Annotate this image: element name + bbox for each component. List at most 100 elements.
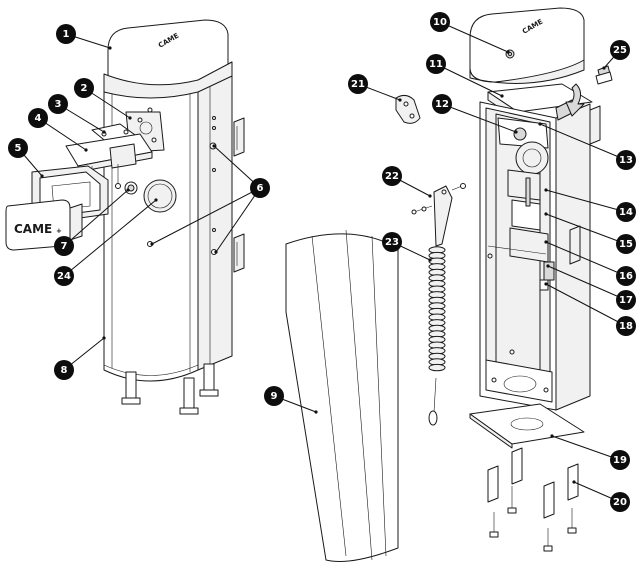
callout-17: 17 — [616, 290, 636, 310]
leader-line-13 — [539, 123, 627, 161]
leader-line-14 — [545, 189, 627, 213]
callout-circle — [264, 386, 284, 406]
leader-dot-7 — [126, 188, 130, 192]
leader-dot-11 — [500, 94, 504, 98]
leader-dot-6 — [150, 242, 154, 246]
callout-number: 22 — [385, 171, 399, 182]
leader-line-11 — [435, 63, 503, 97]
callout-circle — [54, 360, 74, 380]
leader-line-6 — [151, 187, 261, 245]
callout-16: 16 — [616, 266, 636, 286]
callout-circle — [28, 108, 48, 128]
leader-line-10 — [439, 21, 509, 53]
callout-number: 23 — [385, 237, 399, 248]
callout-circle — [426, 54, 446, 74]
leader-dot-10 — [506, 50, 510, 54]
callout-number: 21 — [351, 79, 365, 90]
callout-number: 20 — [613, 497, 627, 508]
callout-circle — [54, 236, 74, 256]
leader-dot-16 — [544, 240, 548, 244]
callout-number: 18 — [619, 321, 633, 332]
balancing-spring — [411, 183, 466, 426]
left-cabinet-assembly: CAME — [5, 19, 245, 415]
callout-8: 8 — [54, 360, 74, 380]
leader-dot-14 — [544, 188, 548, 192]
leader-dot-19 — [550, 434, 554, 438]
callout-4: 4 — [28, 108, 48, 128]
leader-dot-5 — [40, 174, 44, 178]
leader-line-6 — [213, 145, 261, 189]
callout-number: 7 — [61, 241, 68, 252]
callout-number: 11 — [429, 59, 443, 70]
side-bracket-lower — [233, 233, 245, 273]
callout-11: 11 — [426, 54, 446, 74]
callout-number: 13 — [619, 155, 633, 166]
leader-dot-15 — [544, 212, 548, 216]
leader-dot-4 — [84, 148, 88, 152]
callout-circle — [616, 290, 636, 310]
callout-13: 13 — [616, 150, 636, 170]
callout-circle — [610, 450, 630, 470]
callout-14: 14 — [616, 202, 636, 222]
callout-number: 14 — [619, 207, 633, 218]
callout-9: 9 — [264, 386, 284, 406]
callout-number: 19 — [613, 455, 627, 466]
callout-number: 9 — [271, 391, 278, 402]
leader-dot-2 — [128, 116, 132, 120]
leader-dot-8 — [102, 336, 106, 340]
leader-dot-12 — [514, 130, 518, 134]
callout-circle — [382, 232, 402, 252]
callout-circle — [250, 178, 270, 198]
callout-number: 5 — [15, 143, 22, 154]
callout-badges: 1234567891011121314151617181920212223242… — [8, 12, 636, 512]
callout-circle — [616, 266, 636, 286]
leader-dot-18 — [544, 282, 548, 286]
callout-circle — [56, 24, 76, 44]
callout-circle — [616, 234, 636, 254]
gear-assembly — [124, 179, 177, 213]
foundation-plate — [469, 403, 585, 449]
callout-21: 21 — [348, 74, 368, 94]
callout-circle — [616, 316, 636, 336]
leader-line-24 — [63, 199, 157, 277]
callout-2: 2 — [74, 78, 94, 98]
callout-5: 5 — [8, 138, 28, 158]
callout-circle — [432, 94, 452, 114]
callout-number: 12 — [435, 99, 449, 110]
callout-circle — [610, 492, 630, 512]
leader-line-6 — [215, 187, 261, 253]
callout-3: 3 — [48, 94, 68, 114]
leader-dot-17 — [546, 264, 550, 268]
callout-number: 17 — [619, 295, 633, 306]
callout-19: 19 — [610, 450, 630, 470]
leader-dot-3 — [102, 130, 106, 134]
callout-15: 15 — [616, 234, 636, 254]
callout-number: 2 — [81, 83, 88, 94]
leader-dot-9 — [314, 410, 318, 414]
spring-coils — [428, 246, 446, 372]
leader-dot-6 — [212, 144, 216, 148]
leader-dot-21 — [398, 98, 402, 102]
leader-dot-13 — [538, 122, 542, 126]
callout-7: 7 — [54, 236, 74, 256]
leader-dot-24 — [154, 198, 158, 202]
callout-25: 25 — [610, 40, 630, 60]
callout-10: 10 — [430, 12, 450, 32]
callout-circle — [54, 266, 74, 286]
callout-circle — [610, 40, 630, 60]
callout-20: 20 — [610, 492, 630, 512]
callout-circle — [616, 202, 636, 222]
callout-circle — [616, 150, 636, 170]
leader-dot-20 — [572, 480, 576, 484]
callout-number: 3 — [55, 99, 62, 110]
leader-dot-25 — [602, 66, 606, 70]
callout-1: 1 — [56, 24, 76, 44]
callout-number: 1 — [63, 29, 70, 40]
callout-23: 23 — [382, 232, 402, 252]
leader-line-15 — [545, 213, 627, 245]
callout-12: 12 — [432, 94, 452, 114]
callout-number: 16 — [619, 271, 633, 282]
leader-line-17 — [547, 265, 627, 301]
callout-number: 24 — [57, 271, 71, 282]
